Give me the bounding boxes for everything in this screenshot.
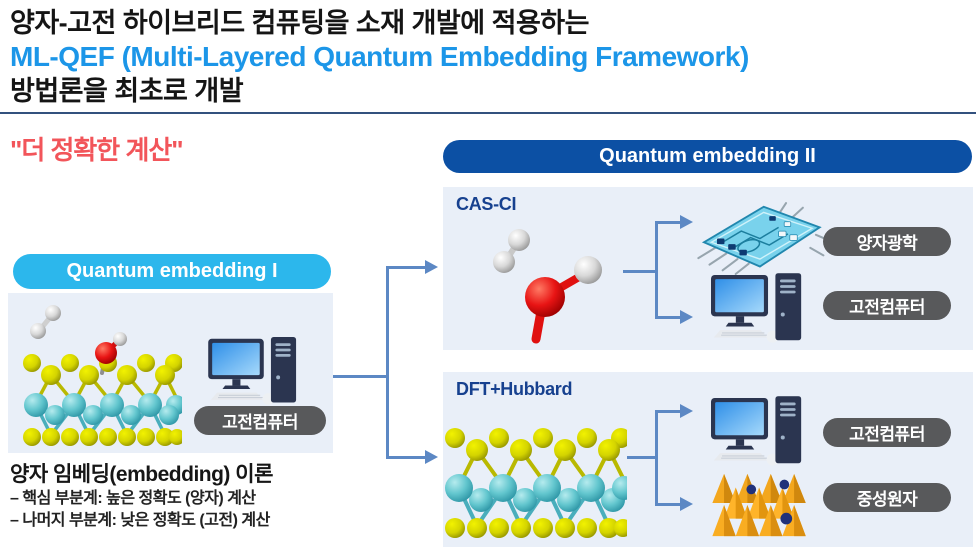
cas-ci-label: CAS-CI	[456, 194, 517, 214]
classical-computer-icon	[711, 396, 803, 468]
theory-title: 양자 임베딩(embedding) 이론	[10, 463, 273, 486]
theory-block: 양자 임베딩(embedding) 이론 – 핵심 부분계: 높은 정확도 (양…	[10, 461, 273, 532]
optical-lattice-icon	[712, 473, 806, 537]
theory-line-1: – 핵심 부분계: 높은 정확도 (양자) 계산	[10, 490, 256, 507]
crystal-slab-icon	[445, 428, 627, 538]
dft-arrow-top-icon	[680, 404, 693, 418]
title-line-1: 양자-고전 하이브리드 컴퓨팅을 소재 개발에 적용하는	[10, 8, 589, 38]
photonic-chip-icon	[697, 202, 829, 276]
cas-connector-stub	[623, 270, 657, 273]
cas-connector-vertical	[655, 221, 658, 319]
qe1-panel: 고전컴퓨터	[8, 293, 333, 453]
qe1-header-pill: Quantum embedding I	[13, 254, 331, 289]
cas-badge-classical-computer: 고전컴퓨터	[823, 291, 951, 320]
dft-hubbard-panel: DFT+Hubbard	[443, 372, 973, 547]
dft-branch-bottom	[655, 503, 681, 506]
theory-line-2: – 나머지 부분계: 낮은 정확도 (고전) 계산	[10, 512, 270, 529]
cas-ci-panel: CAS-CI	[443, 187, 973, 350]
classical-computer-icon	[208, 337, 298, 407]
dft-connector-stub	[627, 456, 657, 459]
dft-connector-vertical	[655, 410, 658, 506]
main-branch-bottom	[386, 456, 426, 459]
dft-branch-top	[655, 410, 681, 413]
dft-badge-classical-computer: 고전컴퓨터	[823, 418, 951, 447]
qe1-badge-classical-computer: 고전컴퓨터	[194, 406, 326, 435]
page-title: 양자-고전 하이브리드 컴퓨팅을 소재 개발에 적용하는 ML-QEF (Mul…	[10, 6, 749, 108]
header-divider	[0, 112, 976, 114]
dft-hubbard-label: DFT+Hubbard	[456, 379, 573, 399]
qe2-header-pill: Quantum embedding II	[443, 140, 972, 173]
cas-branch-top	[655, 221, 681, 224]
main-arrow-top-icon	[425, 260, 438, 274]
classical-computer-icon	[711, 273, 803, 345]
quote-text: "더 정확한 계산"	[10, 135, 184, 165]
main-connector-vertical	[386, 266, 389, 459]
main-connector-stub	[333, 375, 389, 378]
cas-arrow-bottom-icon	[680, 310, 693, 324]
cas-branch-bottom	[655, 316, 681, 319]
crystal-slab-molecule-icon	[23, 305, 182, 446]
molecule-icon	[493, 229, 602, 344]
cas-arrow-top-icon	[680, 215, 693, 229]
cas-badge-quantum-optics: 양자광학	[823, 227, 951, 256]
title-line-2: ML-QEF (Multi-Layered Quantum Embedding …	[10, 41, 749, 72]
title-line-3: 방법론을 최초로 개발	[10, 76, 244, 106]
main-branch-top	[386, 266, 426, 269]
dft-arrow-bottom-icon	[680, 497, 693, 511]
dft-badge-neutral-atom: 중성원자	[823, 483, 951, 512]
main-arrow-bottom-icon	[425, 450, 438, 464]
